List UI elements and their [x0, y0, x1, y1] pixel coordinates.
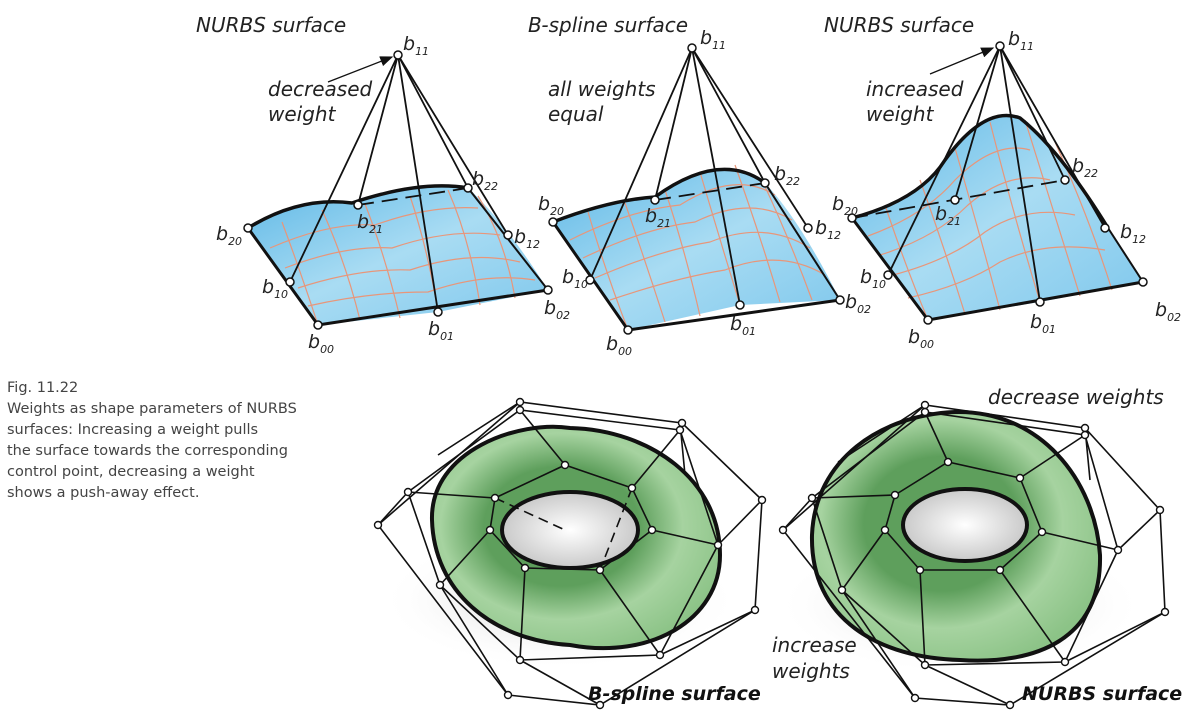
svg-text:b11: b11 — [403, 33, 429, 58]
control-points — [847, 41, 1148, 325]
patch-note-line1: increased — [866, 77, 964, 101]
svg-text:b10: b10 — [262, 276, 288, 301]
torus-label: NURBS surface — [1022, 683, 1182, 705]
patch-grid — [569, 164, 826, 331]
patch-surface — [248, 185, 548, 325]
svg-text:b01: b01 — [428, 318, 454, 343]
point-labels: b11 b21 b22 b20 b10 b00 b01 b12 b02 — [216, 33, 570, 356]
patch-note-line1: decreased — [268, 77, 373, 101]
svg-text:b22: b22 — [472, 168, 498, 193]
svg-text:b22: b22 — [774, 163, 800, 188]
svg-text:b00: b00 — [908, 326, 934, 351]
caption-line: shows a push-away effect. — [7, 485, 200, 501]
svg-text:b12: b12 — [514, 226, 540, 251]
svg-text:b02: b02 — [544, 297, 570, 322]
svg-text:b10: b10 — [860, 266, 886, 291]
patch-equal: B-spline surface all weights equal b11 b… — [528, 13, 871, 358]
control-net — [589, 47, 809, 306]
svg-text:b20: b20 — [538, 193, 564, 218]
control-points — [548, 43, 845, 335]
control-net — [289, 54, 509, 313]
figure-caption: Fig. 11.22 Weights as shape parameters o… — [7, 378, 367, 504]
svg-text:b21: b21 — [645, 205, 671, 230]
caption-line: surfaces: Increasing a weight pulls — [7, 422, 259, 438]
point-labels: b11 b21 b22 b20 b10 b00 b01 b12 b02 — [832, 28, 1181, 351]
svg-text:b11: b11 — [700, 27, 726, 52]
svg-text:b10: b10 — [562, 266, 588, 291]
svg-text:b22: b22 — [1072, 155, 1098, 180]
patch-note-line2: weight — [866, 102, 935, 126]
control-net — [376, 401, 763, 706]
decrease-label: decrease weights — [988, 385, 1164, 409]
patch-title: NURBS surface — [824, 13, 974, 37]
svg-text:b12: b12 — [1120, 221, 1146, 246]
patch-surface — [553, 169, 840, 330]
torus-hole — [500, 490, 640, 570]
patch-ridge — [247, 184, 469, 230]
torus-bspline: B-spline surface — [373, 397, 767, 710]
point-labels: b11 b21 b22 b20 b10 b00 b01 b12 b02 — [538, 27, 871, 358]
control-points — [778, 400, 1170, 710]
patch-note-line2: equal — [548, 102, 604, 126]
patch-grid — [269, 189, 536, 326]
control-net — [851, 45, 1106, 303]
svg-text:b21: b21 — [935, 203, 961, 228]
svg-text:b01: b01 — [1030, 311, 1056, 336]
control-net — [781, 404, 1166, 706]
patch-note-line2: weight — [268, 102, 337, 126]
caption-line: the surface towards the corresponding — [7, 443, 288, 459]
svg-text:b02: b02 — [845, 291, 871, 316]
increase-label-line1: increase — [772, 633, 857, 657]
patch-title: NURBS surface — [196, 13, 346, 37]
svg-text:b00: b00 — [308, 331, 334, 356]
svg-text:b12: b12 — [815, 217, 841, 242]
patch-grid — [867, 119, 1113, 321]
caption-line: control point, decreasing a weight — [7, 464, 255, 480]
patch-decreased: NURBS surface decreased weight b11 b21 b… — [196, 13, 570, 356]
figure-number: Fig. 11.22 — [7, 380, 79, 396]
svg-text:b20: b20 — [216, 223, 242, 248]
patch-increased: NURBS surface increased weight b11 b21 b… — [824, 13, 1181, 351]
svg-text:b11: b11 — [1008, 28, 1034, 53]
note-arrow — [327, 56, 394, 83]
svg-text:b01: b01 — [730, 313, 756, 338]
control-points — [373, 397, 767, 710]
caption-line: Weights as shape parameters of NURBS — [7, 401, 297, 417]
torus-label: B-spline surface — [588, 683, 761, 705]
patch-surface — [852, 115, 1143, 320]
torus-hole — [901, 487, 1029, 563]
svg-text:b20: b20 — [832, 193, 858, 218]
patch-note-line1: all weights — [548, 77, 656, 101]
svg-text:b21: b21 — [357, 211, 383, 236]
svg-text:b00: b00 — [606, 333, 632, 358]
patch-title: B-spline surface — [528, 13, 688, 37]
note-arrow — [929, 47, 995, 75]
svg-text:b02: b02 — [1155, 299, 1181, 324]
control-points — [243, 50, 553, 330]
torus-nurbs: decrease weights increase weights NURBS … — [772, 385, 1182, 710]
increase-label-line2: weights — [772, 659, 850, 683]
